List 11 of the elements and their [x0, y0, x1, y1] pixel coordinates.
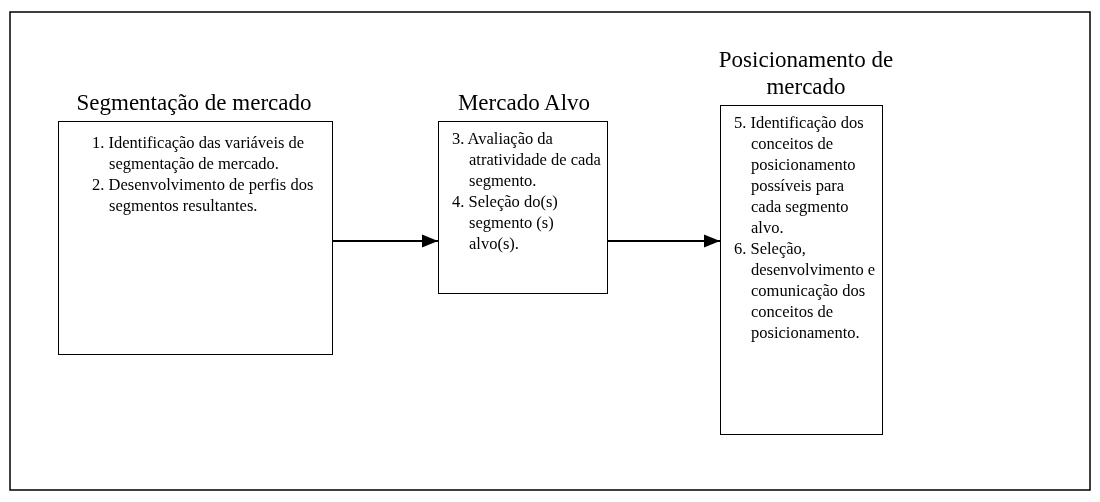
step-text: 3. Avaliação da atratividade de cada segmento. — [451, 128, 602, 191]
step-text: 5. Identificação dos conceitos de posicionamento possíveis para cada segmento alvo. — [733, 112, 865, 238]
stage-heading: Segmentação de mercado — [75, 89, 313, 116]
step-text: 1. Identificação das variáveis de segmentação de mercado. — [91, 132, 306, 174]
step-text: 4. Seleção do(s) segmento (s) alvo(s). — [451, 191, 559, 254]
arrow — [607, 234, 721, 248]
step-text: 6. Seleção, desenvolvimento e comunicação dos conceitos de posicionamento. — [733, 238, 877, 343]
arrow — [332, 234, 439, 248]
stage-heading: Mercado Alvo — [456, 89, 592, 116]
stage-heading: Posicionamento de mercado — [717, 46, 895, 100]
step-text: 2. Desenvolvimento de perfis dos segmentos resultantes. — [91, 174, 315, 216]
